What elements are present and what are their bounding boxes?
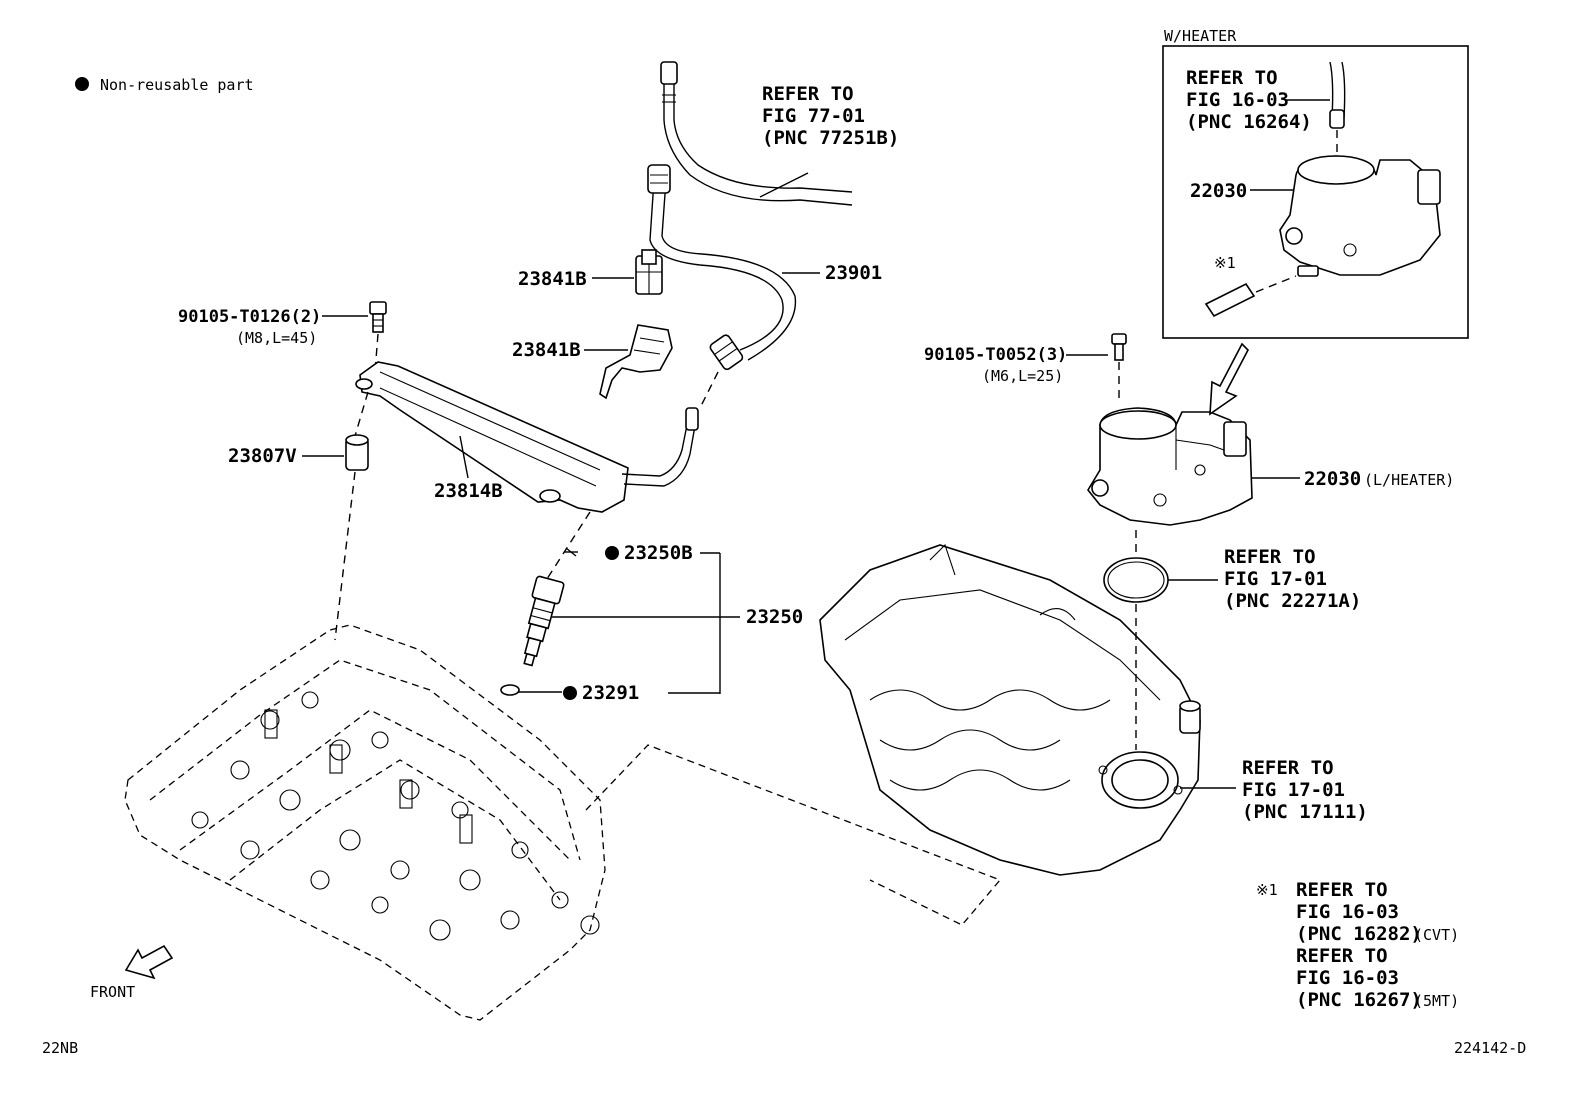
part-90105-t0126-bolt	[369, 301, 387, 333]
code-left: 22NB	[42, 1039, 78, 1057]
label-23250b: 23250B	[624, 542, 693, 564]
note-1: ※1 REFER TO FIG 16-03 (PNC 16282) (CVT) …	[1256, 879, 1459, 1011]
part-22030-throttle-body-heater	[1279, 155, 1441, 277]
ref-fig-17-01-17111: REFER TO FIG 17-01 (PNC 17111)	[1242, 757, 1368, 823]
note-1-line6-spec: (5MT)	[1414, 992, 1459, 1010]
fuel-tube-upper	[660, 61, 853, 206]
legend: Non-reusable part	[75, 76, 254, 94]
ref-77-line2: FIG 77-01	[762, 105, 865, 127]
note-1-line3-spec: (CVT)	[1414, 926, 1459, 944]
part-90105-t0052-bolt	[1111, 333, 1127, 361]
label-22030-lheater: 22030	[1304, 468, 1361, 490]
label-23841b-2: 23841B	[512, 339, 581, 361]
part-23807v-spacer	[345, 434, 369, 471]
part-23841b-clip-lower	[599, 324, 673, 400]
label-23250: 23250	[746, 606, 803, 628]
label-23807v: 23807V	[228, 445, 297, 467]
ref-77-line3: (PNC 77251B)	[762, 127, 899, 149]
code-right: 224142-D	[1454, 1039, 1526, 1057]
heater-note-mark: ※1	[1214, 254, 1236, 272]
front-arrow-icon	[124, 944, 174, 980]
non-reusable-dot-icon	[75, 77, 89, 91]
ref-22271a-line1: REFER TO	[1224, 546, 1316, 568]
legend-text: Non-reusable part	[100, 76, 254, 94]
ref-77-line1: REFER TO	[762, 83, 854, 105]
ref-22271a-line2: FIG 17-01	[1224, 568, 1327, 590]
non-reusable-23250b-dot-icon	[605, 546, 619, 560]
note-1-mark: ※1	[1256, 881, 1278, 899]
label-90105-t0126: 90105-T0126(2)	[178, 307, 321, 327]
note-1-line2: FIG 16-03	[1296, 901, 1399, 923]
ref-fig-77-01: REFER TO FIG 77-01 (PNC 77251B)	[762, 83, 899, 149]
note-1-line4: REFER TO	[1296, 945, 1388, 967]
cylinder-head-outline	[124, 624, 606, 1021]
dash-spacer-head	[334, 471, 356, 641]
ref-16264-line2: FIG 16-03	[1186, 89, 1289, 111]
gasket-22271a	[1103, 557, 1169, 603]
dash-rail-spacer	[354, 391, 369, 437]
label-23841b-1: 23841B	[518, 268, 587, 290]
part-23841b-clip-upper	[635, 249, 663, 295]
label-23814b: 23814B	[434, 480, 503, 502]
heater-box-title: W/HEATER	[1164, 27, 1237, 45]
part-23250-injector	[500, 575, 565, 696]
label-23901: 23901	[825, 262, 882, 284]
heater-hose-lower	[1204, 282, 1256, 318]
front-label: FRONT	[90, 983, 135, 1001]
ref-fig-16-03-16264: REFER TO FIG 16-03 (PNC 16264)	[1186, 67, 1312, 133]
ref-22271a-line3: (PNC 22271A)	[1224, 590, 1361, 612]
note-1-line6: (PNC 16267)	[1296, 989, 1422, 1011]
part-22030-throttle-body-lheater	[1087, 407, 1253, 526]
non-reusable-23291-dot-icon	[563, 686, 577, 700]
heater-box	[1162, 45, 1469, 339]
ref-17111-line3: (PNC 17111)	[1242, 801, 1368, 823]
label-90105-t0052-spec: (M6,L=25)	[982, 367, 1063, 385]
dash-hose-lower	[1255, 275, 1297, 293]
label-90105-t0126-spec: (M8,L=45)	[236, 329, 317, 347]
ref-17111-line2: FIG 17-01	[1242, 779, 1345, 801]
ref-16264-line3: (PNC 16264)	[1186, 111, 1312, 133]
heater-hose-upper	[1329, 61, 1346, 129]
note-1-line5: FIG 16-03	[1296, 967, 1399, 989]
label-23291: 23291	[582, 682, 639, 704]
label-90105-t0052: 90105-T0052(3)	[924, 345, 1067, 365]
ref-fig-17-01-22271a: REFER TO FIG 17-01 (PNC 22271A)	[1224, 546, 1361, 612]
note-1-line1: REFER TO	[1296, 879, 1388, 901]
leader-23814b	[459, 435, 469, 479]
label-22030-heater: 22030	[1190, 180, 1247, 202]
ref-17111-line1: REFER TO	[1242, 757, 1334, 779]
intake-manifold	[819, 543, 1201, 876]
ref-16264-line1: REFER TO	[1186, 67, 1278, 89]
o-ring-23250b	[564, 547, 578, 557]
part-23814b-fuel-rail	[355, 361, 699, 513]
label-22030-lheater-spec: (L/HEATER)	[1364, 471, 1454, 489]
arrow-heater-to-throttle-icon	[1209, 342, 1249, 416]
dash-rail-injector	[544, 511, 591, 583]
dash-hose-rail	[699, 371, 719, 409]
note-1-line3: (PNC 16282)	[1296, 923, 1422, 945]
part-23901-fuel-hose	[647, 164, 797, 371]
